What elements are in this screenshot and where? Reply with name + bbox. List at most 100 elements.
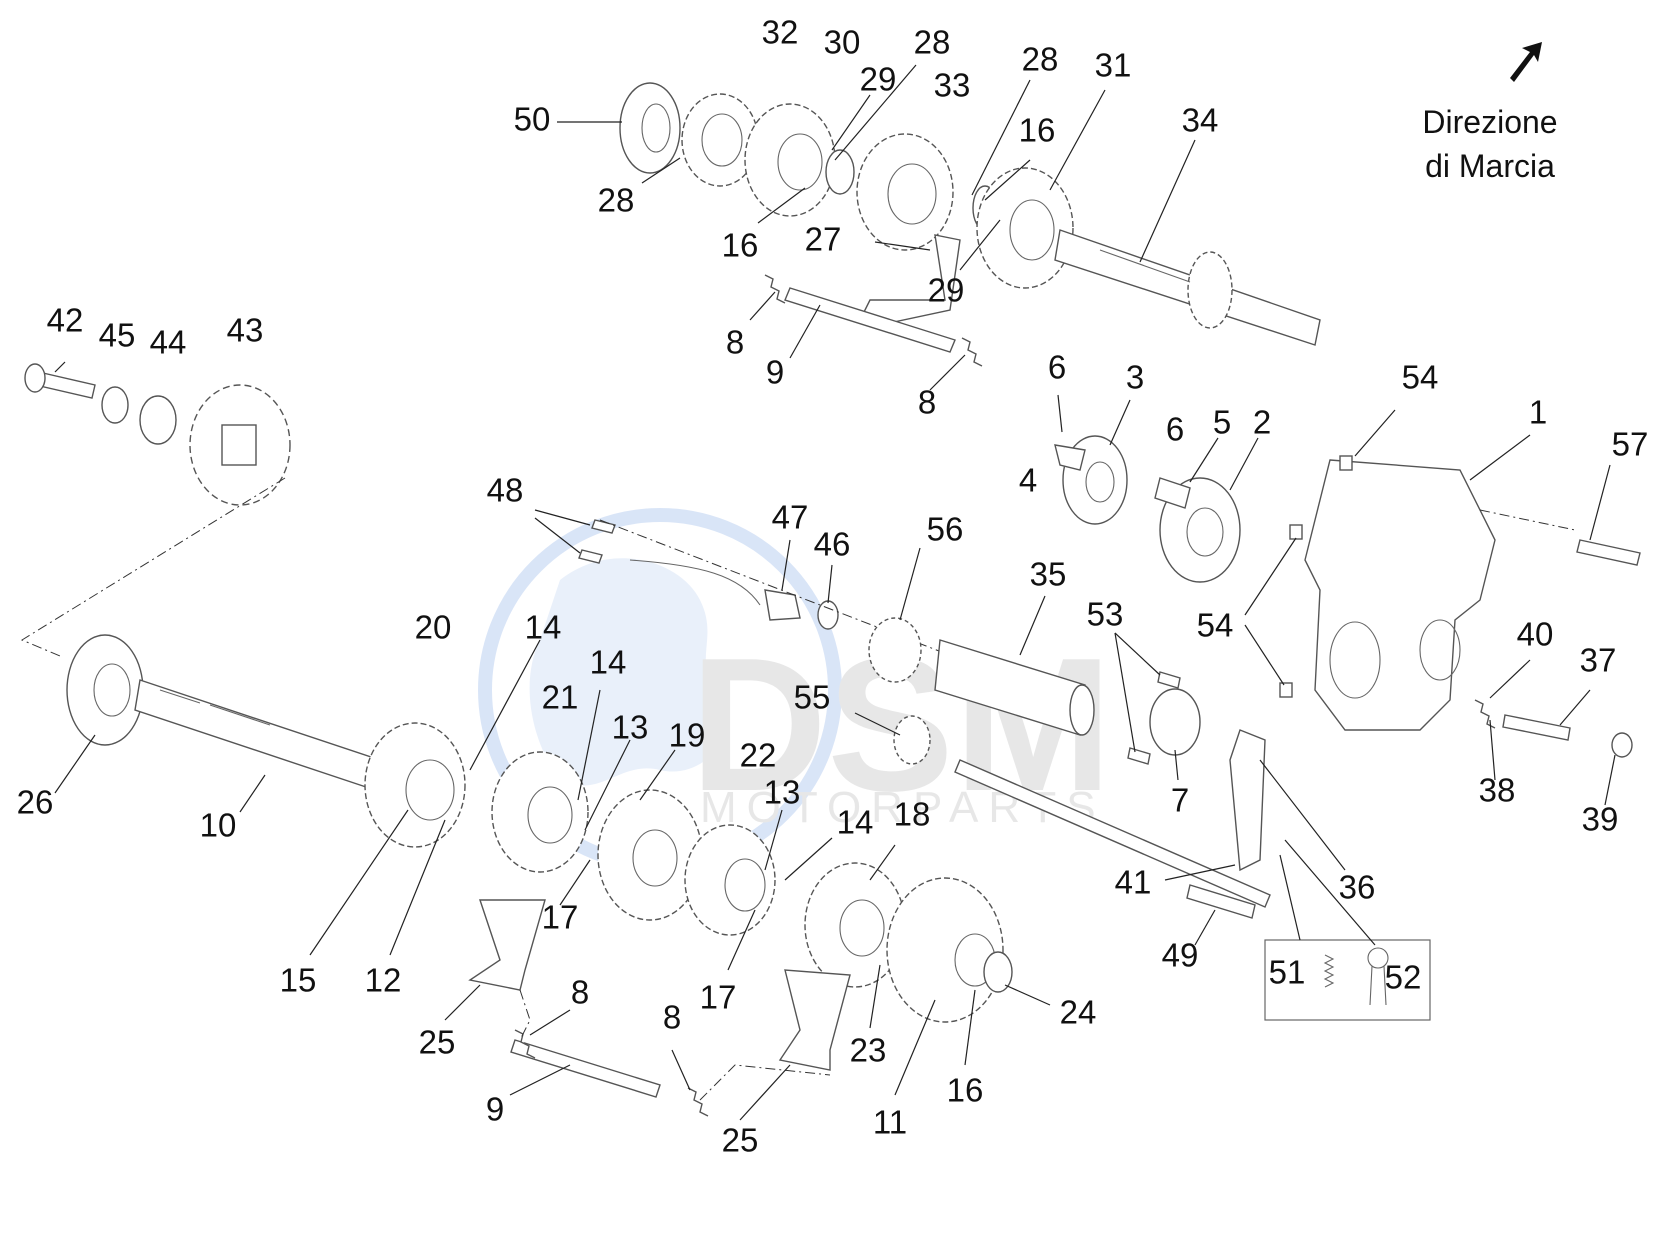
lead-26 xyxy=(54,734,96,794)
callout-56: 56 xyxy=(927,511,964,548)
pin-54a xyxy=(1339,455,1353,471)
lever-36 xyxy=(1229,729,1266,872)
callout-19: 19 xyxy=(669,717,706,754)
spring-8-top-left xyxy=(764,274,786,304)
lead-53b xyxy=(1114,632,1136,753)
callout-23: 23 xyxy=(850,1032,887,1069)
lead-5 xyxy=(1189,437,1219,483)
oring-46 xyxy=(817,600,839,630)
lead-9a xyxy=(789,304,821,359)
lead-41 xyxy=(1164,864,1236,881)
callout-8: 8 xyxy=(663,999,681,1036)
gear-19-hub xyxy=(632,829,678,887)
callout-53: 53 xyxy=(1087,596,1124,633)
callout-49: 49 xyxy=(1162,937,1199,974)
callout-17: 17 xyxy=(700,979,737,1016)
callout-32: 32 xyxy=(762,14,799,51)
callout-28: 28 xyxy=(1022,41,1059,78)
direction-arrow-icon xyxy=(1510,42,1542,82)
callout-26: 26 xyxy=(17,784,54,821)
lead-36 xyxy=(1259,759,1346,871)
bearing-55 xyxy=(893,715,931,765)
lead-8a xyxy=(749,291,776,321)
callout-4: 4 xyxy=(1019,462,1037,499)
callout-3: 3 xyxy=(1126,359,1144,396)
callout-16: 16 xyxy=(1019,112,1056,149)
washer-45 xyxy=(101,386,129,424)
fork-centerline-b xyxy=(699,1064,831,1101)
lead-37 xyxy=(1559,689,1591,726)
screw-53b xyxy=(1127,747,1151,765)
callout-52: 52 xyxy=(1385,959,1422,996)
lead-16b xyxy=(984,159,1031,201)
callout-38: 38 xyxy=(1479,772,1516,809)
gear-32-hub xyxy=(701,113,743,167)
lead-25b xyxy=(739,1064,791,1121)
callout-25: 25 xyxy=(722,1122,759,1159)
washer-44 xyxy=(139,395,177,445)
lead-54a xyxy=(1354,409,1396,457)
fork-25b xyxy=(778,969,851,1071)
lead-19 xyxy=(639,749,676,801)
callout-36: 36 xyxy=(1339,869,1376,906)
cover-1-port-a xyxy=(1329,621,1381,699)
sprocket-43-hub xyxy=(221,424,257,466)
callout-11: 11 xyxy=(873,1104,907,1141)
inset-frame xyxy=(1264,939,1431,1021)
direction-label-line1: Direzione xyxy=(1422,104,1557,140)
inset-lead-a xyxy=(1279,854,1301,941)
callout-2: 2 xyxy=(1253,404,1271,441)
callout-54: 54 xyxy=(1402,359,1439,396)
direction-indicator: Direzione di Marcia xyxy=(1422,42,1558,184)
lead-54c xyxy=(1244,624,1285,686)
lead-9b xyxy=(509,1064,571,1096)
callout-9: 9 xyxy=(486,1091,504,1128)
callout-33: 33 xyxy=(934,67,971,104)
lead-17b xyxy=(727,909,756,971)
rod-9-bottom xyxy=(510,1039,661,1098)
bolt-57 xyxy=(1576,539,1641,566)
plate-5 xyxy=(1154,477,1191,509)
lead-16a xyxy=(757,187,806,224)
callout-17: 17 xyxy=(542,899,579,936)
callout-7: 7 xyxy=(1171,782,1189,819)
callout-47: 47 xyxy=(772,499,809,536)
callout-30: 30 xyxy=(824,24,861,61)
top-shaft-assembly xyxy=(619,82,1321,367)
cover-group xyxy=(1054,435,1641,731)
pin-49 xyxy=(1186,884,1256,919)
lead-56 xyxy=(899,547,921,621)
lead-47 xyxy=(781,539,791,591)
callout-21: 21 xyxy=(542,679,579,716)
callout-8: 8 xyxy=(918,384,936,421)
callout-50: 50 xyxy=(514,101,551,138)
lead-28b xyxy=(971,79,1031,196)
gear-20 xyxy=(364,722,466,848)
lead-28c xyxy=(641,157,681,184)
lead-14c xyxy=(784,837,833,881)
callout-55: 55 xyxy=(794,679,831,716)
gear-21-hub xyxy=(527,786,573,844)
lead-48a xyxy=(534,509,591,526)
lead-13b xyxy=(764,809,783,871)
lead-38 xyxy=(1489,719,1496,781)
callout-labels: 32 30 28 29 28 33 31 50 16 34 28 16 27 2… xyxy=(17,14,1649,1159)
gear-33-hub xyxy=(887,163,937,225)
callout-41: 41 xyxy=(1115,864,1152,901)
lead-6a xyxy=(1057,394,1063,433)
cover-centerline xyxy=(1479,509,1576,531)
lead-14a xyxy=(469,639,541,771)
sprocket-centerline xyxy=(20,477,286,657)
lead-10 xyxy=(239,774,266,813)
shaft-10 xyxy=(134,679,381,791)
callout-6: 6 xyxy=(1166,411,1184,448)
callout-1: 1 xyxy=(1529,394,1547,431)
shaft-10-spline-b xyxy=(209,704,271,726)
bearing-50-inner xyxy=(641,103,671,153)
lead-25a xyxy=(444,984,481,1021)
lead-46 xyxy=(827,564,833,604)
shaft-34-spline xyxy=(1099,249,1191,283)
bolt-42-head xyxy=(24,363,46,393)
ring-29 xyxy=(825,149,855,195)
